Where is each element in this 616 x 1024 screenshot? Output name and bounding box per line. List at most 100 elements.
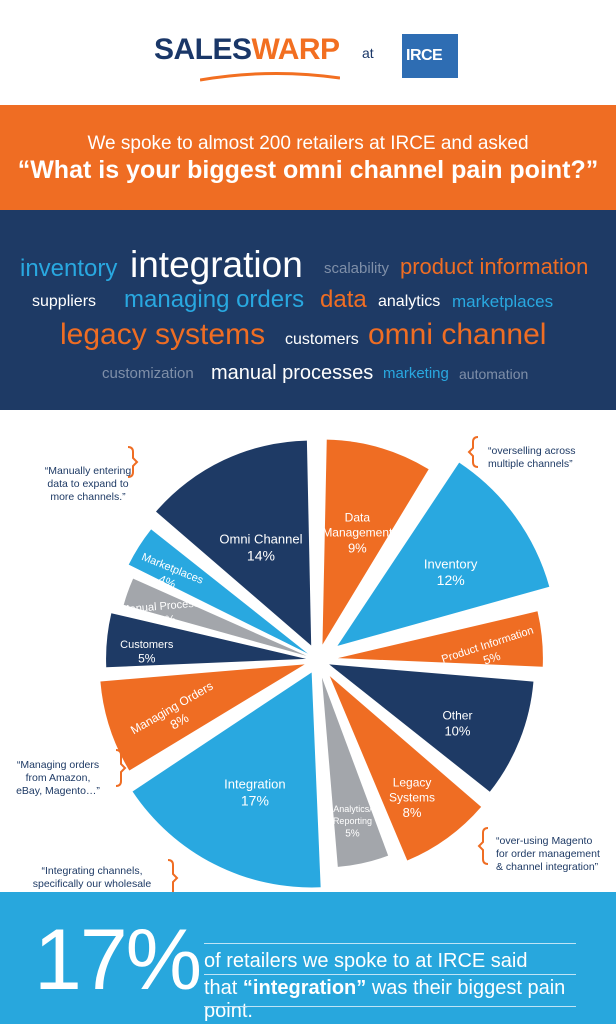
pie-slice-label: Data [345, 511, 371, 525]
bracket-icon [477, 827, 489, 865]
bracket-icon [127, 446, 139, 478]
pie-annotation-text: data to expand to [47, 478, 128, 490]
word-cloud-word: data [320, 286, 367, 313]
pie-slice-other [329, 664, 534, 792]
bracket-icon [115, 749, 127, 787]
word-cloud-word: scalability [324, 260, 390, 277]
pie-annotation-text: “Integrating channels, [42, 865, 143, 877]
pie-slice-value: 8% [403, 805, 422, 820]
pie-slice-integration [132, 672, 321, 888]
pie-slice-value: 3% [158, 612, 177, 627]
brand-part1: SALES [154, 33, 252, 66]
word-cloud-word: legacy systems [60, 318, 266, 351]
pie-slice-label: Management [322, 526, 393, 540]
pie-slice-label: Analytics/ [333, 804, 372, 814]
word-cloud-word: manual processes [211, 362, 374, 384]
pie-slice-label: Systems [389, 790, 435, 804]
pie-slice-marketplaces [128, 529, 308, 654]
pie-slice-label-group: Analytics/Reporting 5% [333, 804, 372, 840]
brand-part2: WARP [251, 33, 341, 66]
pie-annotation-text: for order management [496, 848, 600, 860]
question-intro: We spoke to almost 200 retailers at IRCE… [87, 133, 529, 154]
pie-annotation-text: “over-using Magento [496, 835, 592, 847]
pie-annotation-text: more channels.” [50, 491, 126, 503]
word-cloud-word: marketing [383, 365, 449, 382]
at-label: at [362, 45, 374, 61]
pie-slice-value: 14% [247, 547, 275, 563]
bracket-icon [467, 436, 479, 468]
word-cloud-word: analytics [378, 293, 441, 310]
irce-logo-text: IRCE [406, 47, 443, 64]
pie-slice-value: 9% [348, 540, 367, 555]
pie-annotation-text: & channel integration” [496, 861, 599, 873]
word-cloud-word: customization [102, 365, 194, 382]
summary-rule-middle [204, 974, 576, 975]
pie-annotation-text: “Managing orders [17, 759, 99, 771]
summary-line2: that “integration” was their biggest pai… [204, 977, 616, 1023]
question-band [0, 105, 616, 210]
pie-slice-label: Inventory [424, 556, 478, 571]
word-cloud-word: inventory [20, 255, 118, 282]
pie-slice-managing-orders [100, 664, 305, 771]
summary-rule-bottom [204, 1006, 576, 1007]
summary-band [0, 892, 616, 1024]
pie-slice-analytics-reporting [321, 677, 389, 867]
bracket-icon [167, 859, 179, 892]
pie-annotation-text: and retail databases” [43, 891, 142, 892]
swoosh-icon [200, 71, 340, 82]
pie-annotation-text: eBay, Magento…” [16, 785, 100, 797]
pie-slice-value: 5% [138, 652, 156, 666]
pie-annotation-text: multiple channels” [488, 458, 573, 470]
pie-slice-value: 17% [241, 792, 269, 808]
word-cloud-word: managing orders [124, 286, 305, 313]
pie-slice-value: 10% [444, 723, 470, 738]
word-cloud-word: suppliers [32, 293, 97, 310]
pie-annotation: “Integrating channels,specifically our w… [33, 859, 179, 892]
header: SALESWARP at IRCE [0, 0, 616, 105]
summary-rule-top [204, 943, 576, 944]
pie-slice-data-management [322, 439, 429, 645]
irce-logo: IRCE [402, 34, 458, 78]
pie-slice-legacy-systems [329, 676, 482, 861]
pie-slice-label: Reporting [333, 816, 372, 826]
pie-annotation-text: “overselling across [488, 445, 576, 457]
word-cloud-word: customers [285, 331, 359, 348]
word-cloud-word: marketplaces [452, 292, 554, 311]
pie-slice-label: Integration [224, 777, 285, 792]
pie-slice-value: 12% [437, 572, 465, 588]
pie-slice-value: 5% [345, 828, 360, 839]
summary-line2-pre: that [204, 977, 238, 999]
pie-slice-product-information [337, 611, 543, 667]
pie-slice-value: 4% [157, 572, 179, 592]
pie-slice-inventory [337, 462, 550, 646]
word-cloud-word: product information [400, 254, 589, 279]
question-headline: “What is your biggest omni channel pain … [17, 156, 599, 184]
pie-slice-customers [106, 613, 307, 668]
word-cloud: inventory integration scalability produc… [0, 210, 616, 410]
pie-slice-manual-processes [123, 578, 307, 656]
summary-line2-bold: “integration” [242, 977, 367, 999]
pie-slice-label: Legacy [393, 775, 432, 789]
pie-slice-label: Customers [120, 639, 174, 651]
pie-annotation-text: specifically our wholesale [33, 878, 152, 890]
word-cloud-word: integration [130, 244, 303, 285]
pie-slice-value: 5% [481, 649, 502, 668]
pie-annotation-text: “Manually entering [45, 465, 132, 477]
pie-slice-label: Other [442, 709, 472, 723]
pie-slice-omni-channel [156, 440, 312, 646]
word-cloud-word: omni channel [368, 318, 547, 351]
summary-line2-post: was their biggest pain point. [204, 977, 566, 1022]
